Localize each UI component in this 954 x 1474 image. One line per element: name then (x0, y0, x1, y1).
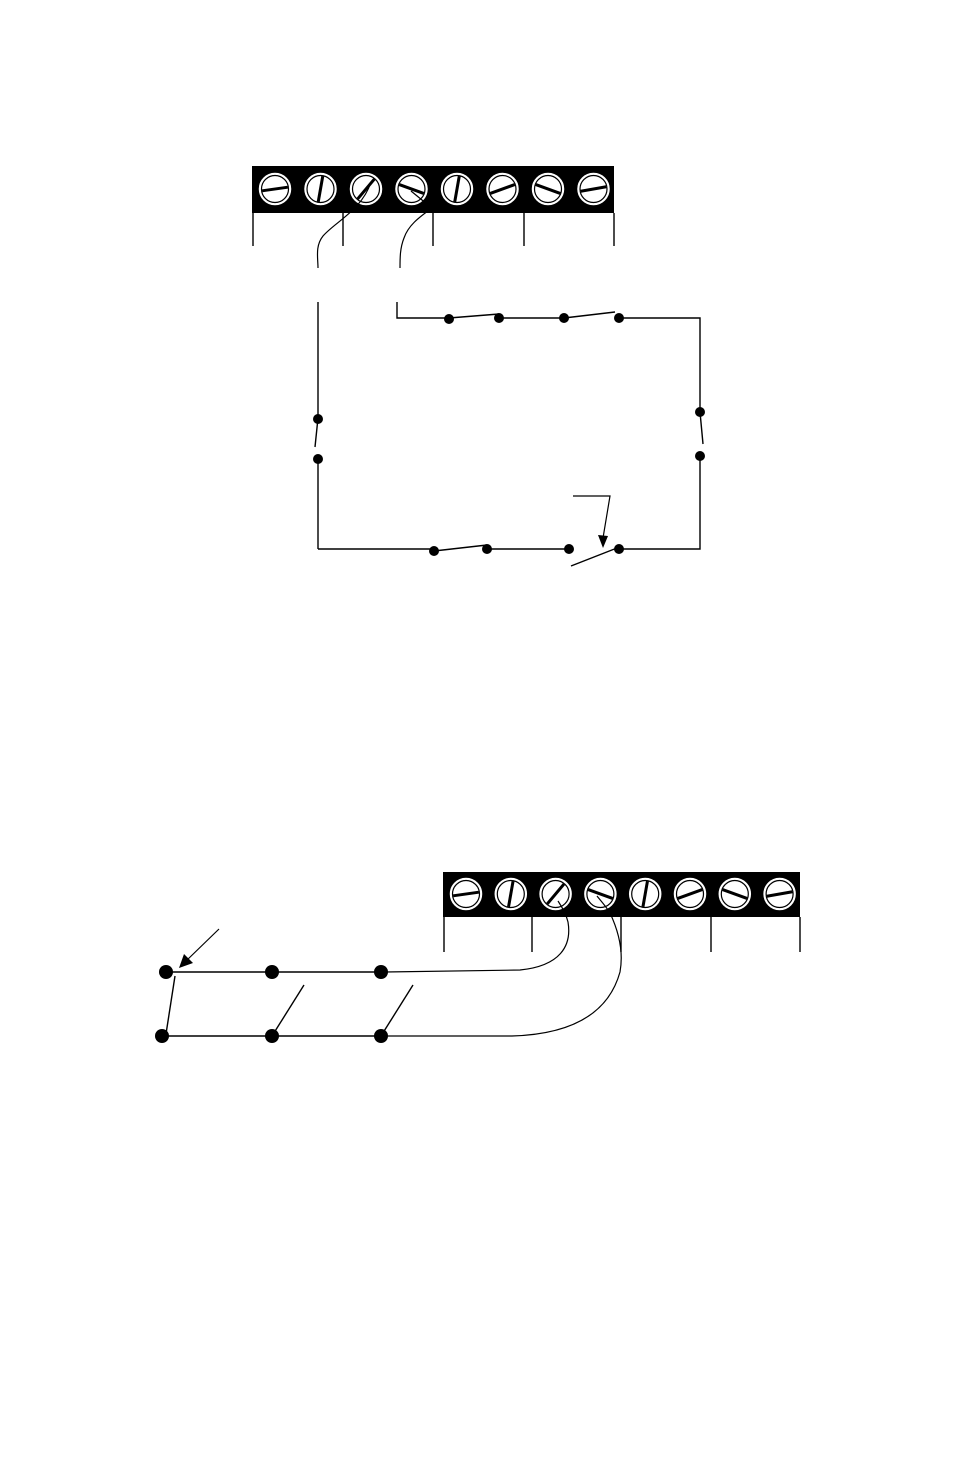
terminal-screw-icon (349, 172, 383, 206)
bottom-loop-wiring (155, 896, 621, 1043)
switch-contact (494, 313, 504, 323)
terminal-screw-icon (449, 877, 483, 911)
switch-contact (155, 1029, 169, 1043)
loop-wire (397, 302, 449, 318)
switch-contact (564, 544, 574, 554)
callout-arrow-line (186, 929, 219, 961)
switch-contact (374, 1029, 388, 1043)
switch-contact (265, 965, 279, 979)
open-switch-blade (272, 985, 304, 1036)
switch-blade (449, 314, 499, 318)
switch-contact (313, 414, 323, 424)
switch-blade (564, 312, 615, 318)
open-switch-blade (381, 985, 413, 1036)
switch-contact (313, 454, 323, 464)
terminal-lead-2 (400, 208, 432, 268)
callout-arrowhead (598, 535, 608, 548)
loop-wire (619, 318, 700, 412)
terminal-screw-icon (539, 877, 573, 911)
terminal-screw-icon (494, 877, 528, 911)
switch-contact (444, 314, 454, 324)
switch-contact (159, 965, 173, 979)
switch-blade (434, 545, 487, 551)
switch-contact (482, 544, 492, 554)
terminal-screw-icon (763, 877, 797, 911)
top-loop-wiring (313, 182, 705, 566)
switch-contact (559, 313, 569, 323)
bottom-terminal-strip (443, 872, 800, 952)
switch-contact (265, 1029, 279, 1043)
terminal-screw-icon (258, 172, 292, 206)
open-switch-blade (571, 548, 617, 566)
terminal-screw-icon (304, 172, 338, 206)
switch-contact (429, 546, 439, 556)
terminal-screw-icon (440, 172, 474, 206)
switch-contact (374, 965, 388, 979)
terminal-screw-icon (577, 172, 611, 206)
terminal-screw-icon (628, 877, 662, 911)
switch-contact (695, 407, 705, 417)
top-terminal-strip (252, 166, 614, 246)
terminal-screw-icon (531, 172, 565, 206)
callout-arrow-line (573, 496, 610, 538)
switch-contact (614, 313, 624, 323)
switch-contact (614, 544, 624, 554)
terminal-screw-icon (673, 877, 707, 911)
loop-wire (619, 456, 700, 549)
terminal-screw-icon (583, 877, 617, 911)
terminal-screw-icon (718, 877, 752, 911)
end-link (166, 976, 175, 1034)
terminal-screw-icon (486, 172, 520, 206)
